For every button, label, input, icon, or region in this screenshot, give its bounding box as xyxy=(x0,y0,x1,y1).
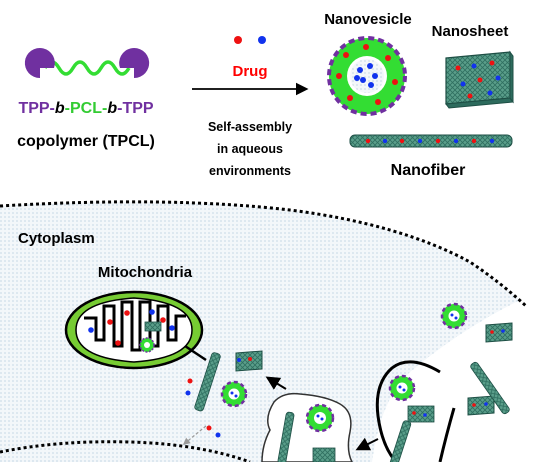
mitochondria-label: Mitochondria xyxy=(98,264,193,281)
nanofiber-graphic xyxy=(349,134,513,148)
uptake-arrow-1 xyxy=(265,376,287,390)
cell-membrane xyxy=(0,200,528,308)
nanofiber-label: Nanofiber xyxy=(391,162,466,179)
copolymer-label: copolymer (TPCL) xyxy=(17,133,155,150)
tpp-left-head xyxy=(24,48,55,79)
pcl-chain xyxy=(43,60,131,76)
nanosheet-graphic xyxy=(445,50,514,109)
mitochondrion-graphic xyxy=(64,290,204,370)
mitochondria-pointer-line xyxy=(184,344,207,362)
polymer-formula: TPP-b-PCL-b-TPP xyxy=(18,100,153,117)
process-line-1: Self-assembly xyxy=(208,120,292,134)
nanovesicle-graphic xyxy=(327,36,407,116)
released-particles xyxy=(182,350,263,445)
nanovesicle-label: Nanovesicle xyxy=(324,11,412,28)
process-line-3: environments xyxy=(209,164,291,178)
cell-region xyxy=(0,200,528,462)
tpp-right-head xyxy=(119,48,150,79)
endocytosis-membrane xyxy=(375,360,456,462)
drug-dot-red xyxy=(234,36,242,44)
process-line-2: in aqueous xyxy=(217,142,283,156)
nucleus-membrane xyxy=(0,440,251,462)
cytoplasm-label: Cytoplasm xyxy=(18,230,95,247)
nanosheet-label: Nanosheet xyxy=(432,23,509,40)
extracellular-particles xyxy=(440,302,513,416)
copolymer-graphic xyxy=(24,48,150,79)
uptake-arrow-2 xyxy=(355,437,379,451)
drug-label: Drug xyxy=(233,63,268,80)
drug-dot-blue xyxy=(258,36,266,44)
cytoplasm-area xyxy=(0,201,520,462)
endosome-graphic xyxy=(261,392,353,462)
